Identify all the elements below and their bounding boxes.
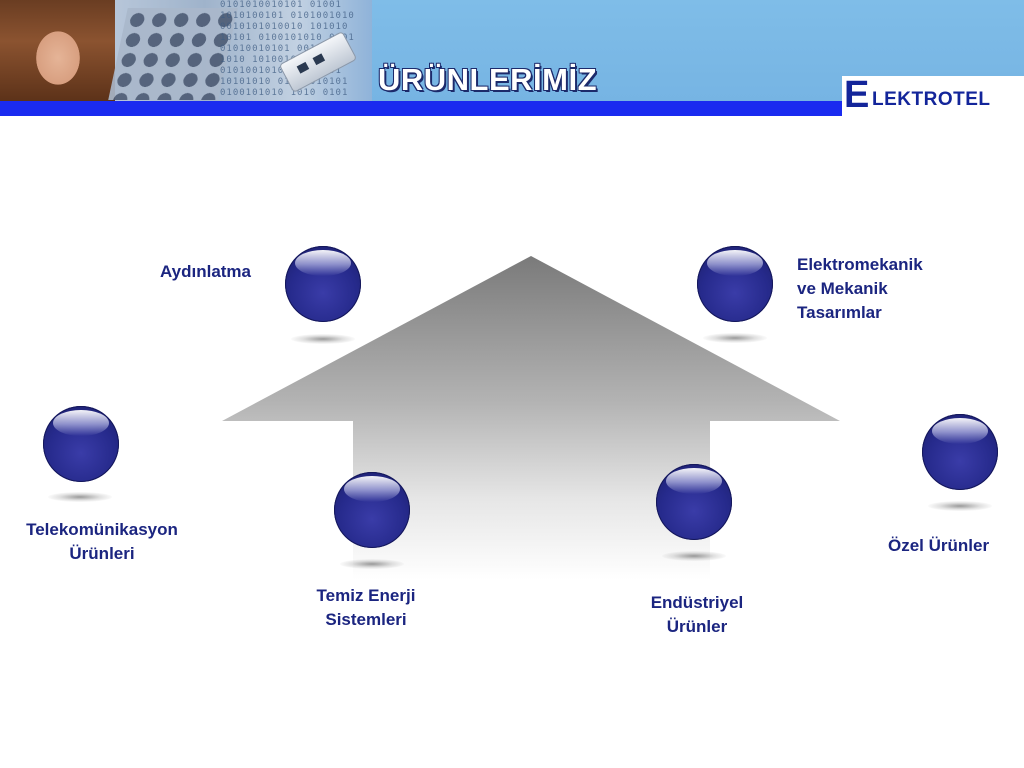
- node-shadow: [291, 334, 355, 344]
- label-ozel: Özel Ürünler: [888, 536, 990, 555]
- node-elektromekanik[interactable]: [697, 246, 773, 322]
- node-telekom[interactable]: [43, 406, 119, 482]
- node-shadow: [928, 501, 992, 511]
- logo-text: LEKTROTEL: [872, 89, 991, 110]
- label-elektromekanik: Elektromekanik ve Mekanik Tasarımlar: [797, 255, 923, 322]
- node-shadow: [340, 559, 404, 569]
- node-endustriyel[interactable]: [656, 464, 732, 540]
- logo-box: E LEKTROTEL: [842, 74, 1024, 117]
- header-photo: 0101010010101 01001 1010100101 010100101…: [0, 0, 372, 103]
- page-title: ÜRÜNLERİMİZ: [378, 62, 598, 97]
- node-shadow: [662, 551, 726, 561]
- label-telekom: Telekomünikasyon Ürünleri: [26, 520, 178, 563]
- header-rule: [0, 101, 842, 116]
- photo-woman-on-phone: [0, 0, 115, 103]
- label-endustriyel: Endüstriyel Ürünler: [650, 593, 744, 636]
- label-aydinlatma: Aydınlatma: [160, 262, 252, 281]
- node-shadow: [703, 333, 767, 343]
- elektrotel-logo: E LEKTROTEL: [842, 74, 1024, 117]
- node-aydinlatma[interactable]: [285, 246, 361, 322]
- logo-initial: E: [844, 74, 870, 116]
- label-temiz-enerji: Temiz Enerji Sistemleri: [316, 586, 416, 629]
- node-ozel[interactable]: [922, 414, 998, 490]
- node-temiz-enerji[interactable]: [334, 472, 410, 548]
- node-shadow: [48, 492, 112, 502]
